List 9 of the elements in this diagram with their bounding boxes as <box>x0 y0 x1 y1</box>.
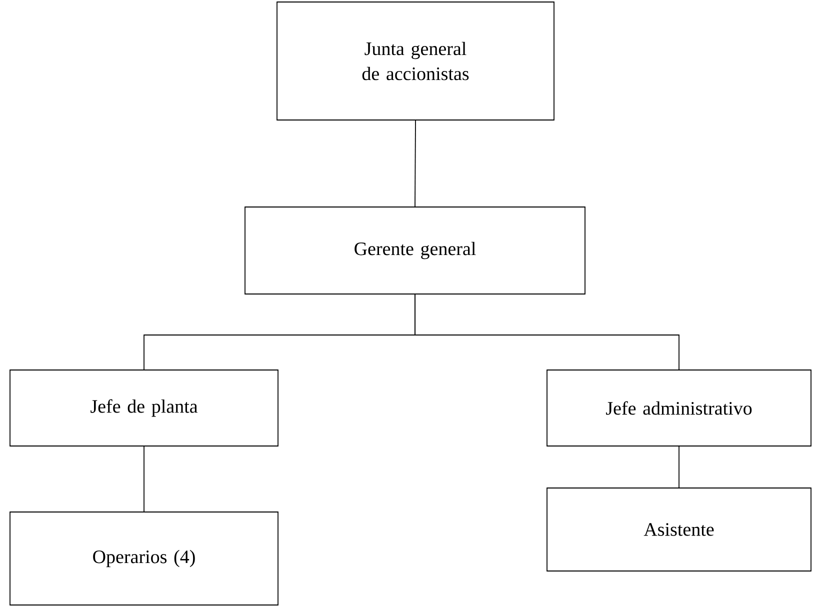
org-box: Junta general de accionistas <box>276 2 554 120</box>
org-box: Jefe de planta <box>10 370 278 446</box>
connector-line <box>414 294 680 370</box>
org-box: Gerente general <box>244 206 586 294</box>
org-box: Jefe administrativo <box>546 370 812 446</box>
org-box: Operarios (4) <box>10 512 278 606</box>
connector-line <box>414 120 416 207</box>
connector-line <box>678 446 680 488</box>
org-box: Asistente <box>546 488 812 572</box>
